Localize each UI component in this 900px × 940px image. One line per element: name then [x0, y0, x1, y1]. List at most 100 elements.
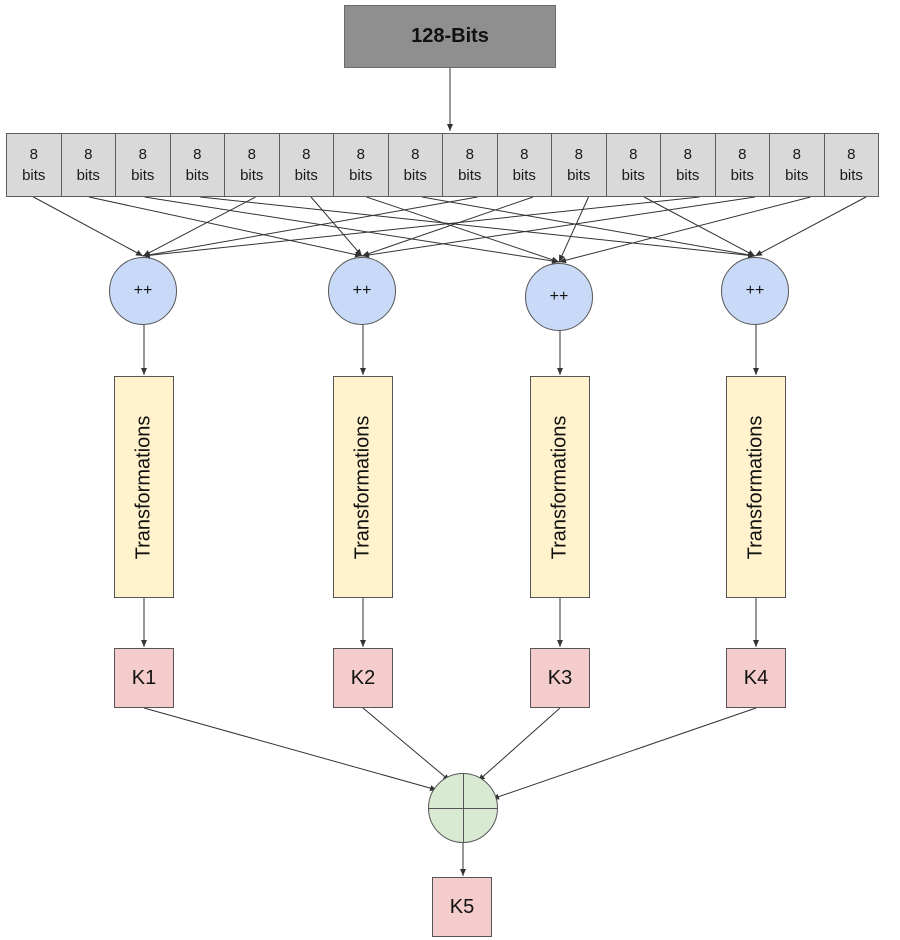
byte-unit: bits [349, 167, 373, 184]
byte-to-combine-arrow [142, 196, 256, 257]
byte-block: 8 bits [769, 133, 825, 197]
byte-unit: bits [22, 167, 46, 184]
byte-block: 8 bits [714, 133, 770, 197]
key-box-k3: K3 [530, 648, 590, 708]
key-label: K1 [131, 666, 157, 689]
byte-block: 8 bits [387, 133, 443, 197]
key-label: K3 [547, 666, 573, 689]
byte-block: 8 bits [278, 133, 334, 197]
byte-block: 8 bits [823, 133, 879, 197]
transformations-label: Transformations [548, 415, 571, 559]
combine-node-label: ++ [352, 282, 372, 299]
byte-block: 8 bits [333, 133, 389, 197]
transformations-box-3: Transformations [530, 376, 590, 598]
byte-to-combine-arrow [310, 196, 363, 257]
input-128-bit-block: 128-Bits [344, 5, 556, 68]
byte-unit: bits [512, 167, 536, 184]
byte-size: 8 [302, 146, 311, 163]
byte-block: 8 bits [6, 133, 62, 197]
transformations-label: Transformations [351, 415, 374, 559]
byte-size: 8 [465, 146, 474, 163]
byte-size: 8 [792, 146, 801, 163]
byte-unit: bits [621, 167, 645, 184]
byte-unit: bits [240, 167, 264, 184]
key-box-k1: K1 [114, 648, 174, 708]
byte-to-combine-arrow [361, 196, 534, 257]
byte-unit: bits [76, 167, 100, 184]
combine-node-4: ++ [721, 257, 789, 325]
transformations-label: Transformations [744, 415, 767, 559]
byte-unit: bits [458, 167, 482, 184]
key-box-k5: K5 [432, 877, 492, 937]
combine-node-2: ++ [328, 257, 396, 325]
byte-to-combine-arrow [142, 196, 700, 259]
byte-size: 8 [84, 146, 93, 163]
byte-block: 8 bits [496, 133, 552, 197]
combine-node-3: ++ [525, 263, 593, 331]
xor-circle-plus-icon [428, 773, 498, 843]
byte-to-combine-arrow [754, 196, 867, 257]
byte-size: 8 [356, 146, 365, 163]
byte-to-combine-arrow [366, 196, 560, 263]
byte-to-combine-arrow [643, 196, 756, 257]
byte-size: 8 [683, 146, 692, 163]
byte-block: 8 bits [605, 133, 661, 197]
byte-size: 8 [847, 146, 856, 163]
transformations-box-4: Transformations [726, 376, 786, 598]
byte-size: 8 [247, 146, 256, 163]
byte-block: 8 bits [115, 133, 171, 197]
key-to-xor-arrow [491, 707, 757, 800]
byte-block: 8 bits [660, 133, 716, 197]
byte-size: 8 [738, 146, 747, 163]
key-to-xor-arrow [477, 707, 561, 782]
byte-to-combine-arrow [199, 196, 756, 259]
combine-node-label: ++ [745, 282, 765, 299]
key-label: K5 [449, 895, 475, 918]
input-block-label: 128-Bits [411, 25, 489, 47]
byte-to-combine-arrow [142, 196, 478, 258]
byte-to-combine-arrow [421, 196, 756, 258]
byte-unit: bits [676, 167, 700, 184]
byte-size: 8 [411, 146, 420, 163]
byte-unit: bits [403, 167, 427, 184]
byte-block: 8 bits [60, 133, 116, 197]
byte-unit: bits [294, 167, 318, 184]
key-to-xor-arrow [362, 707, 451, 782]
byte-size: 8 [629, 146, 638, 163]
transformations-box-2: Transformations [333, 376, 393, 598]
byte-unit: bits [839, 167, 863, 184]
key-label: K4 [743, 666, 769, 689]
byte-unit: bits [567, 167, 591, 184]
key-to-xor-arrow [143, 707, 438, 792]
byte-to-combine-arrow [361, 196, 756, 258]
byte-to-combine-arrow [558, 196, 589, 263]
byte-unit: bits [131, 167, 155, 184]
byte-size: 8 [574, 146, 583, 163]
byte-to-combine-arrow [558, 196, 811, 264]
byte-to-combine-arrow [144, 196, 560, 264]
transformations-label: Transformations [132, 415, 155, 559]
byte-size: 8 [29, 146, 38, 163]
byte-size: 8 [193, 146, 202, 163]
byte-block: 8 bits [169, 133, 225, 197]
transformations-box-1: Transformations [114, 376, 174, 598]
byte-to-combine-arrow [88, 196, 363, 258]
byte-unit: bits [730, 167, 754, 184]
byte-to-combine-arrow [33, 196, 144, 257]
byte-size: 8 [520, 146, 529, 163]
combine-node-1: ++ [109, 257, 177, 325]
key-label: K2 [350, 666, 376, 689]
combine-node-label: ++ [133, 282, 153, 299]
byte-block: 8 bits [551, 133, 607, 197]
byte-block: 8 bits [442, 133, 498, 197]
byte-size: 8 [138, 146, 147, 163]
byte-unit: bits [185, 167, 209, 184]
byte-unit: bits [785, 167, 809, 184]
byte-block-row: 8 bits 8 bits 8 bits 8 bits 8 bits 8 bits 8 bit… [6, 133, 894, 197]
key-box-k2: K2 [333, 648, 393, 708]
byte-block: 8 bits [224, 133, 280, 197]
key-box-k4: K4 [726, 648, 786, 708]
combine-node-label: ++ [549, 288, 569, 305]
